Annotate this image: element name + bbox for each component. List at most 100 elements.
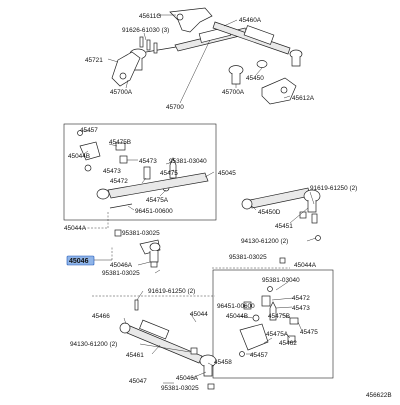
label-45475-a: 45475 (160, 170, 178, 177)
tie-rod-end-45046-head (149, 242, 161, 252)
detail-box-lower (212, 269, 334, 379)
leader-45044 (189, 312, 197, 323)
relay-rod-sleeve (243, 25, 275, 45)
label-45450D: 45450D (258, 209, 281, 216)
washer-94130-a (315, 235, 321, 241)
clip-95381-d (207, 383, 215, 390)
leader-45462 (263, 337, 273, 344)
label-45475A-a: 45475A (146, 197, 169, 204)
label-45612A: 45612A (292, 95, 315, 102)
detail-box-upper (63, 123, 217, 221)
leader-45475-a (167, 169, 175, 173)
ball-seat-lower (252, 314, 260, 322)
label-96451-b: 96451-00600 (217, 303, 255, 310)
label-45451: 45451 (275, 223, 293, 230)
idler-arm-hole (119, 72, 127, 80)
label-45475-b: 45475 (300, 329, 318, 336)
label-45044: 45044 (190, 311, 208, 318)
leader-45475A-a (159, 189, 167, 197)
leader-95381-03040-a (165, 161, 174, 165)
ball-seat-upper (84, 164, 92, 172)
label-45700A-left: 45700A (110, 89, 133, 96)
leader-45450 (255, 67, 263, 76)
label-45044A-left: 45044A (64, 225, 87, 232)
label-45046A-b: 45046A (176, 375, 199, 382)
label-45611G: 45611G (139, 13, 161, 20)
label-91619-a: 91619-61250 (2) (310, 185, 357, 192)
clip-95381-c (279, 257, 286, 264)
ball-socket-lower (239, 323, 269, 351)
label-95381-03025-b: 95381-03025 (102, 270, 140, 277)
label-45461: 45461 (126, 352, 144, 359)
nut-96451-upper (109, 203, 133, 209)
leader-45612A (283, 95, 291, 99)
label-45450: 45450 (246, 75, 264, 82)
label-95381-03040-b: 95381-03040 (262, 277, 300, 284)
label-45044B-b: 45044B (226, 313, 248, 320)
label-45457-b: 45457 (250, 352, 268, 359)
leader-45466 (123, 317, 127, 325)
label-45045: 45045 (218, 170, 236, 177)
label-45475B-a: 45475B (109, 139, 131, 146)
spring-seat-upper (119, 155, 128, 164)
leader-45721 (107, 58, 119, 63)
relay-rod-end (289, 49, 303, 59)
label-45700A-right: 45700A (222, 89, 245, 96)
relay-rod-end-stud (291, 57, 301, 67)
label-95381-03025-c: 95381-03025 (229, 254, 267, 261)
grease-fitting-upper (77, 130, 83, 136)
tie-rod-45461-end-left (119, 322, 131, 334)
grease-fitting-lower (267, 286, 273, 292)
leader-45475B-a (108, 143, 118, 147)
leader-45475-b (297, 321, 303, 332)
label-45044B-a: 45044B (68, 153, 90, 160)
label-45472-a: 45472 (110, 178, 128, 185)
leader-45472-b (271, 297, 294, 301)
label-45475B-b: 45475B (268, 313, 290, 320)
idler-arm-45721 (111, 51, 141, 87)
grease-fitting-lower-2 (239, 351, 245, 357)
ball-joint-right-stud (231, 73, 241, 85)
clip-95381-a (114, 229, 122, 237)
label-45458: 45458 (214, 359, 232, 366)
leader-45475A-b (284, 332, 291, 339)
leader-45475B-b (281, 313, 291, 319)
leader-96451-a (127, 205, 135, 211)
cotter-91619-a (311, 213, 318, 224)
nut-94130-a (299, 211, 307, 219)
label-45473-a: 45473 (139, 158, 157, 165)
label-45047: 45047 (129, 378, 147, 385)
leader-94130-b (139, 343, 191, 353)
highlight-45046[interactable] (66, 255, 95, 266)
label-45473-second: 45473 (103, 168, 121, 175)
label-95381-03025-a: 95381-03025 (122, 230, 160, 237)
spring-45472-lower (261, 295, 271, 307)
tie-rod-end-45045-head (96, 188, 110, 200)
label-45046[interactable]: 45046 (69, 258, 89, 265)
label-45044A-right: 45044A (294, 262, 317, 269)
tie-rod-end-45046-stud (149, 251, 159, 263)
label-94130-a: 94130-61200 (2) (241, 238, 288, 245)
leader-45044B-a (83, 150, 89, 155)
label-95381-03040-a: 95381-03040 (169, 158, 207, 165)
label-45721: 45721 (85, 57, 103, 64)
label-45472-b: 45472 (292, 295, 310, 302)
figure-code: 456622B (366, 392, 392, 399)
leader-91619-b (136, 290, 144, 301)
leader-45700 (179, 39, 211, 104)
label-45457-a: 45457 (80, 127, 98, 134)
leader-45045 (204, 171, 215, 178)
label-45046A-a: 45046A (110, 262, 133, 269)
leader-91626 (143, 32, 147, 41)
bracket-45612A-hole (280, 86, 288, 94)
ball-joint-left-shaft (145, 46, 177, 53)
ball-stud-45475-upper (169, 157, 177, 179)
ball-stud-45475-lower (269, 301, 277, 321)
label-45700: 45700 (166, 104, 184, 111)
label-45475A-b: 45475A (266, 331, 289, 338)
leader-45461 (151, 344, 161, 355)
label-45473-b: 45473 (292, 305, 310, 312)
pitman-arm-bracket (169, 7, 213, 33)
label-96451-a: 96451-00600 (135, 208, 173, 215)
